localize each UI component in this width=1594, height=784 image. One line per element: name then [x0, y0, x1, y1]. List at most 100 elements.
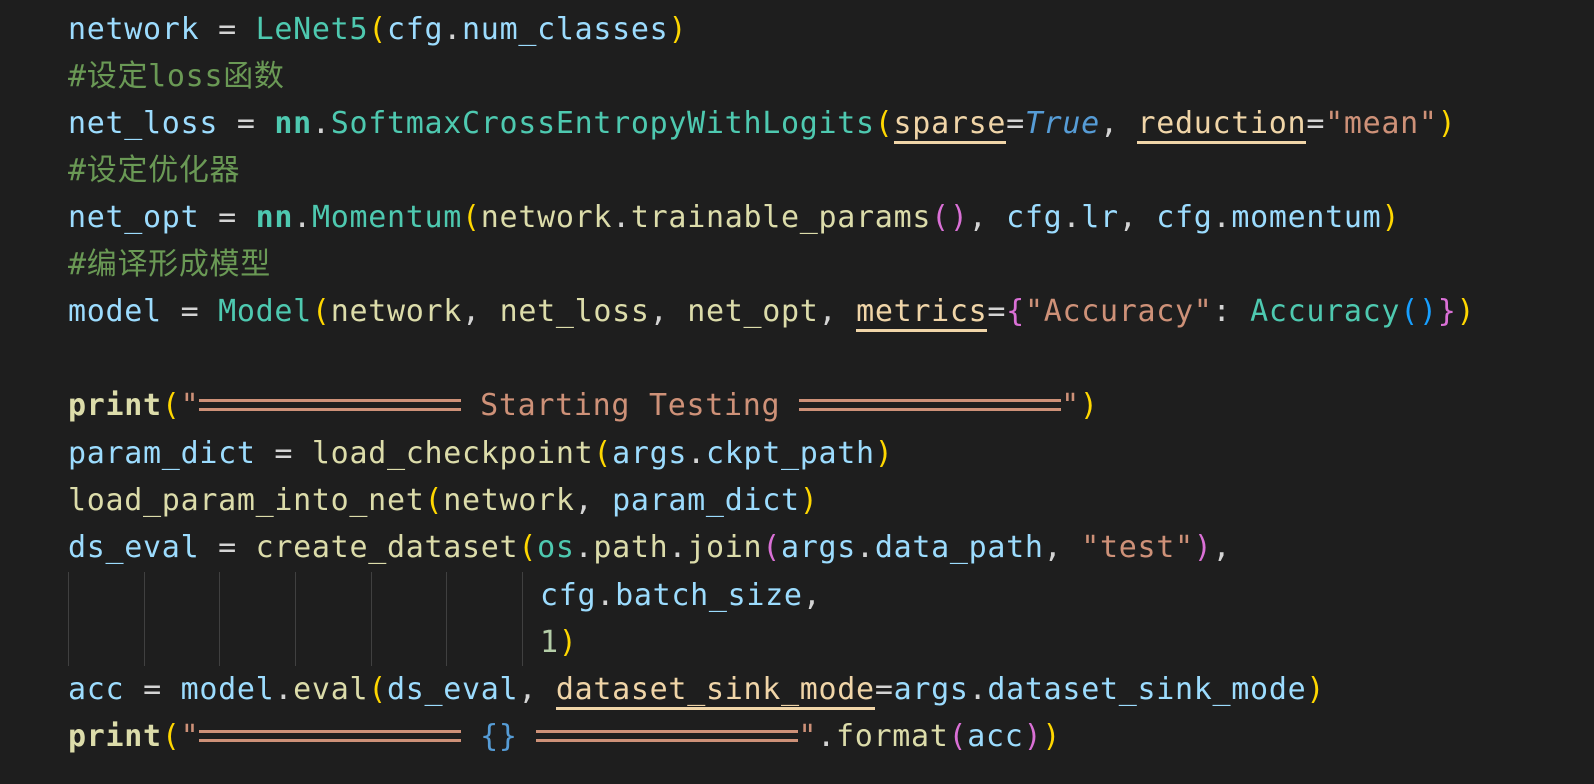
function-name: create_dataset: [255, 530, 519, 565]
identifier: param_dict: [612, 483, 800, 518]
identifier: cfg: [1156, 200, 1213, 235]
equals-ligature-bar: [199, 729, 462, 742]
identifier: network: [330, 294, 463, 329]
bracket: (: [161, 719, 181, 754]
function-name: join: [687, 530, 763, 565]
code-line-4[interactable]: #设定优化器: [68, 147, 240, 194]
identifier: momentum: [1231, 200, 1382, 235]
class-name: LeNet5: [255, 12, 369, 47]
identifier: param_dict: [68, 436, 256, 471]
code-line-6[interactable]: #编译形成模型: [68, 241, 271, 288]
code-line-14[interactable]: 1): [540, 619, 578, 666]
bracket: (: [462, 200, 481, 235]
code-line-16[interactable]: print(" {} ".format(acc)): [68, 713, 1061, 760]
operator: .: [612, 200, 631, 235]
identifier: net_opt: [68, 200, 200, 235]
identifier: network: [68, 12, 200, 47]
operator: .: [856, 530, 875, 565]
operator: ,: [574, 483, 594, 518]
bracket: (: [931, 200, 950, 235]
identifier: args: [893, 672, 969, 707]
string-literal: Starting Testing: [461, 388, 800, 423]
comment: #设定loss函数: [68, 59, 285, 94]
indent-guide: [446, 572, 447, 666]
string-literal: "mean": [1325, 106, 1438, 141]
bracket: (: [593, 436, 613, 471]
code-line-3[interactable]: net_loss = nn.SoftmaxCrossEntropyWithLog…: [68, 100, 1456, 147]
operator: =: [143, 672, 162, 707]
operator: .: [311, 106, 331, 141]
function-name: eval: [293, 672, 369, 707]
equals-ligature-bar: [199, 398, 462, 411]
identifier: ds_eval: [68, 530, 200, 565]
code-line-15[interactable]: acc = model.eval(ds_eval, dataset_sink_m…: [68, 666, 1325, 713]
function-name: trainable_params: [630, 200, 932, 235]
identifier: data_path: [874, 530, 1044, 565]
identifier: net_opt: [687, 294, 819, 329]
operator: =: [218, 12, 237, 47]
string-quote: ": [180, 388, 200, 423]
indent-guide: [522, 572, 523, 666]
operator: =: [218, 200, 237, 235]
operator: .: [274, 672, 294, 707]
identifier: cfg: [540, 578, 597, 613]
operator: .: [293, 200, 312, 235]
operator: =: [236, 106, 256, 141]
operator: =: [874, 672, 894, 707]
string-literal: "Accuracy": [1024, 294, 1213, 329]
operator: .: [968, 672, 988, 707]
bracket: (: [762, 530, 781, 565]
bracket: ): [1023, 719, 1043, 754]
bracket: (: [518, 530, 538, 565]
identifier: args: [781, 530, 857, 565]
bracket: }: [1437, 294, 1457, 329]
code-line-10[interactable]: param_dict = load_checkpoint(args.ckpt_p…: [68, 430, 894, 477]
operator: ,: [462, 294, 481, 329]
bracket: {: [1006, 294, 1025, 329]
function-name: format: [835, 719, 949, 754]
code-line-9[interactable]: print(" Starting Testing "): [68, 382, 1099, 429]
module-name: nn: [255, 200, 294, 235]
identifier: num_classes: [462, 12, 669, 47]
operator: .: [687, 436, 706, 471]
operator: =: [180, 294, 200, 329]
operator: ,: [649, 294, 669, 329]
bracket: ): [1381, 200, 1401, 235]
bracket: (: [948, 719, 968, 754]
code-line-7[interactable]: model = Model(network, net_loss, net_opt…: [68, 288, 1475, 335]
code-line-2[interactable]: #设定loss函数: [68, 53, 285, 100]
string-literal: "test": [1081, 530, 1194, 565]
operator: ,: [1212, 530, 1232, 565]
operator: ,: [818, 294, 838, 329]
identifier: network: [480, 200, 613, 235]
operator: ,: [518, 672, 538, 707]
operator: =: [1306, 106, 1326, 141]
identifier: ds_eval: [386, 672, 519, 707]
identifier: model: [68, 294, 162, 329]
operator: =: [1006, 106, 1025, 141]
code-line-12[interactable]: ds_eval = create_dataset(os.path.join(ar…: [68, 524, 1231, 571]
keyword-argument: reduction: [1137, 106, 1307, 144]
bracket: ): [1079, 388, 1099, 423]
code-line-13[interactable]: cfg.batch_size,: [540, 572, 821, 619]
operator: ,: [1099, 106, 1119, 141]
code-line-11[interactable]: load_param_into_net(network, param_dict): [68, 477, 819, 524]
class-name: Accuracy: [1250, 294, 1401, 329]
code-line-5[interactable]: net_opt = nn.Momentum(network.trainable_…: [68, 194, 1400, 241]
operator: .: [1062, 200, 1082, 235]
identifier: dataset_sink_mode: [987, 672, 1307, 707]
keyword-argument: dataset_sink_mode: [555, 672, 875, 710]
operator: ,: [802, 578, 822, 613]
identifier: ckpt_path: [705, 436, 875, 471]
bracket: ): [558, 625, 578, 660]
comment: #设定优化器: [68, 153, 241, 188]
bracket: (: [161, 388, 181, 423]
code-line-1[interactable]: network = LeNet5(cfg.num_classes): [68, 6, 687, 53]
string-quote: ": [180, 719, 200, 754]
identifier: acc: [967, 719, 1024, 754]
number-literal: 1: [540, 625, 559, 660]
operator: ,: [1118, 200, 1138, 235]
identifier: lr: [1081, 200, 1119, 235]
bracket: ): [1193, 530, 1213, 565]
